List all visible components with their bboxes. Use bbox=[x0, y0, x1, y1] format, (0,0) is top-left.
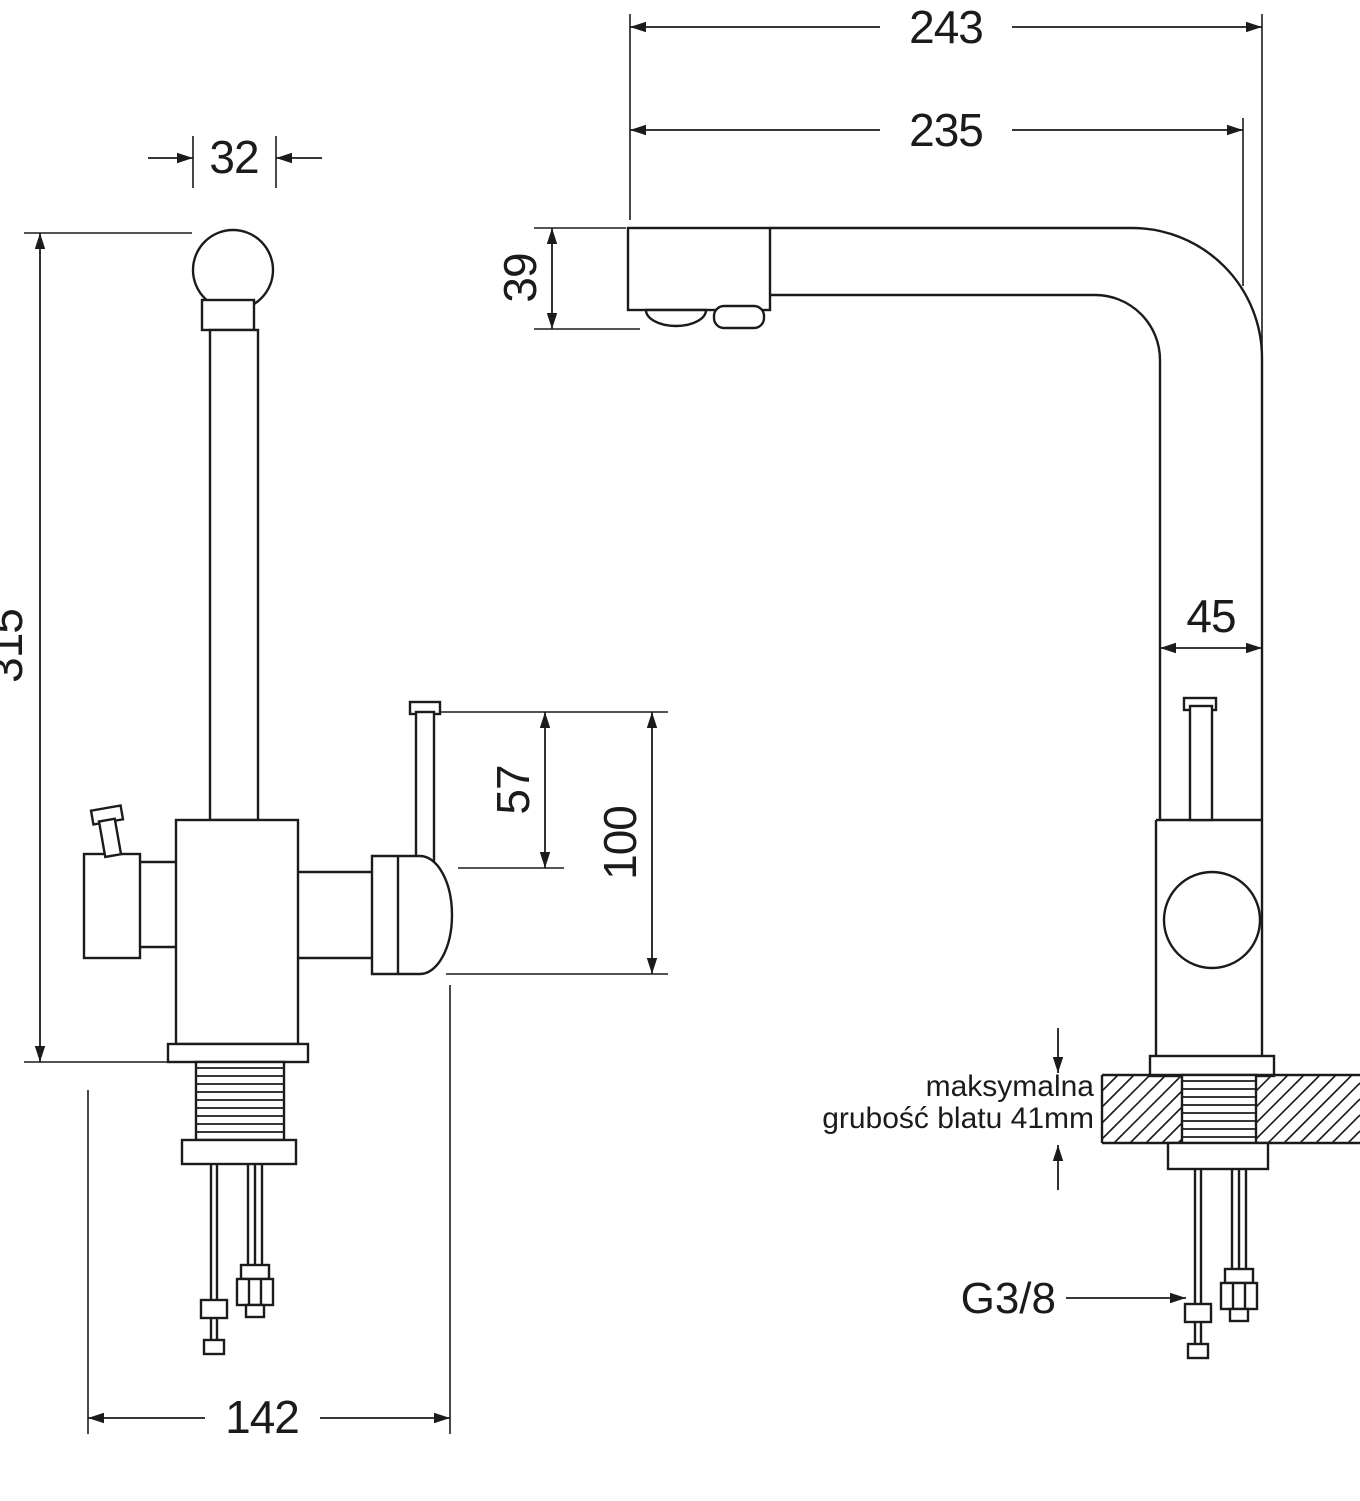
side-view-dimensions: 243 235 39 45 maksymalna grubość blatu 4… bbox=[494, 1, 1263, 1323]
counter-note-line2: grubość blatu 41mm bbox=[822, 1102, 1094, 1135]
faucet-side-view bbox=[626, 226, 1360, 1360]
dim-spout-reach: 235 bbox=[909, 104, 983, 156]
side-lever-bar bbox=[1188, 704, 1214, 822]
threaded-stem bbox=[194, 1060, 286, 1142]
dim-spout-head-height: 39 bbox=[494, 253, 546, 302]
spout-head bbox=[626, 226, 772, 312]
mixer-lever bbox=[298, 700, 454, 976]
stud-nut bbox=[199, 1298, 229, 1320]
filter-valve bbox=[82, 804, 176, 960]
side-base-flange bbox=[1148, 1054, 1276, 1078]
lever-joint bbox=[370, 854, 454, 976]
dim-lever-height: 57 bbox=[487, 765, 539, 814]
thread-lines bbox=[196, 1067, 284, 1133]
front-view-dimensions: 32 315 57 100 142 bbox=[0, 131, 668, 1443]
counter-note-line1: maksymalna bbox=[926, 1070, 1095, 1103]
side-thread-lines bbox=[1182, 1080, 1256, 1138]
lever-pivot bbox=[1162, 870, 1262, 970]
riser-column bbox=[208, 328, 260, 822]
countertop-section bbox=[1100, 1073, 1360, 1145]
hose-collar bbox=[239, 1263, 271, 1281]
countertop-hatch-right bbox=[1255, 1074, 1360, 1144]
base-flange bbox=[166, 1042, 310, 1064]
spout-outlet bbox=[200, 298, 256, 332]
dim-total-reach: 243 bbox=[909, 1, 983, 53]
faucet-front-view bbox=[82, 228, 454, 1356]
dim-base-depth: 142 bbox=[225, 1391, 299, 1443]
mounting-hardware bbox=[199, 1165, 275, 1356]
dim-total-height: 315 bbox=[0, 609, 32, 683]
thread-size-label: G3/8 bbox=[961, 1274, 1056, 1323]
stud-end bbox=[202, 1338, 226, 1356]
side-mounting-nut bbox=[1166, 1141, 1270, 1171]
faucet-body bbox=[174, 818, 300, 1046]
ball-joint bbox=[191, 228, 275, 312]
mounting-nut bbox=[180, 1138, 298, 1166]
dim-body-height: 100 bbox=[594, 806, 646, 880]
spray-switch bbox=[712, 304, 766, 330]
side-threaded-stem bbox=[1180, 1073, 1258, 1145]
hose-hex-fitting bbox=[235, 1277, 275, 1307]
countertop-hatch-left bbox=[1101, 1074, 1183, 1144]
dim-ball-diameter: 32 bbox=[209, 131, 258, 183]
side-mounting-hardware bbox=[1183, 1167, 1259, 1360]
dim-column-width: 45 bbox=[1186, 590, 1235, 642]
hose-tail bbox=[244, 1303, 266, 1319]
filter-lever-stem bbox=[97, 817, 123, 859]
aerator bbox=[644, 308, 708, 328]
